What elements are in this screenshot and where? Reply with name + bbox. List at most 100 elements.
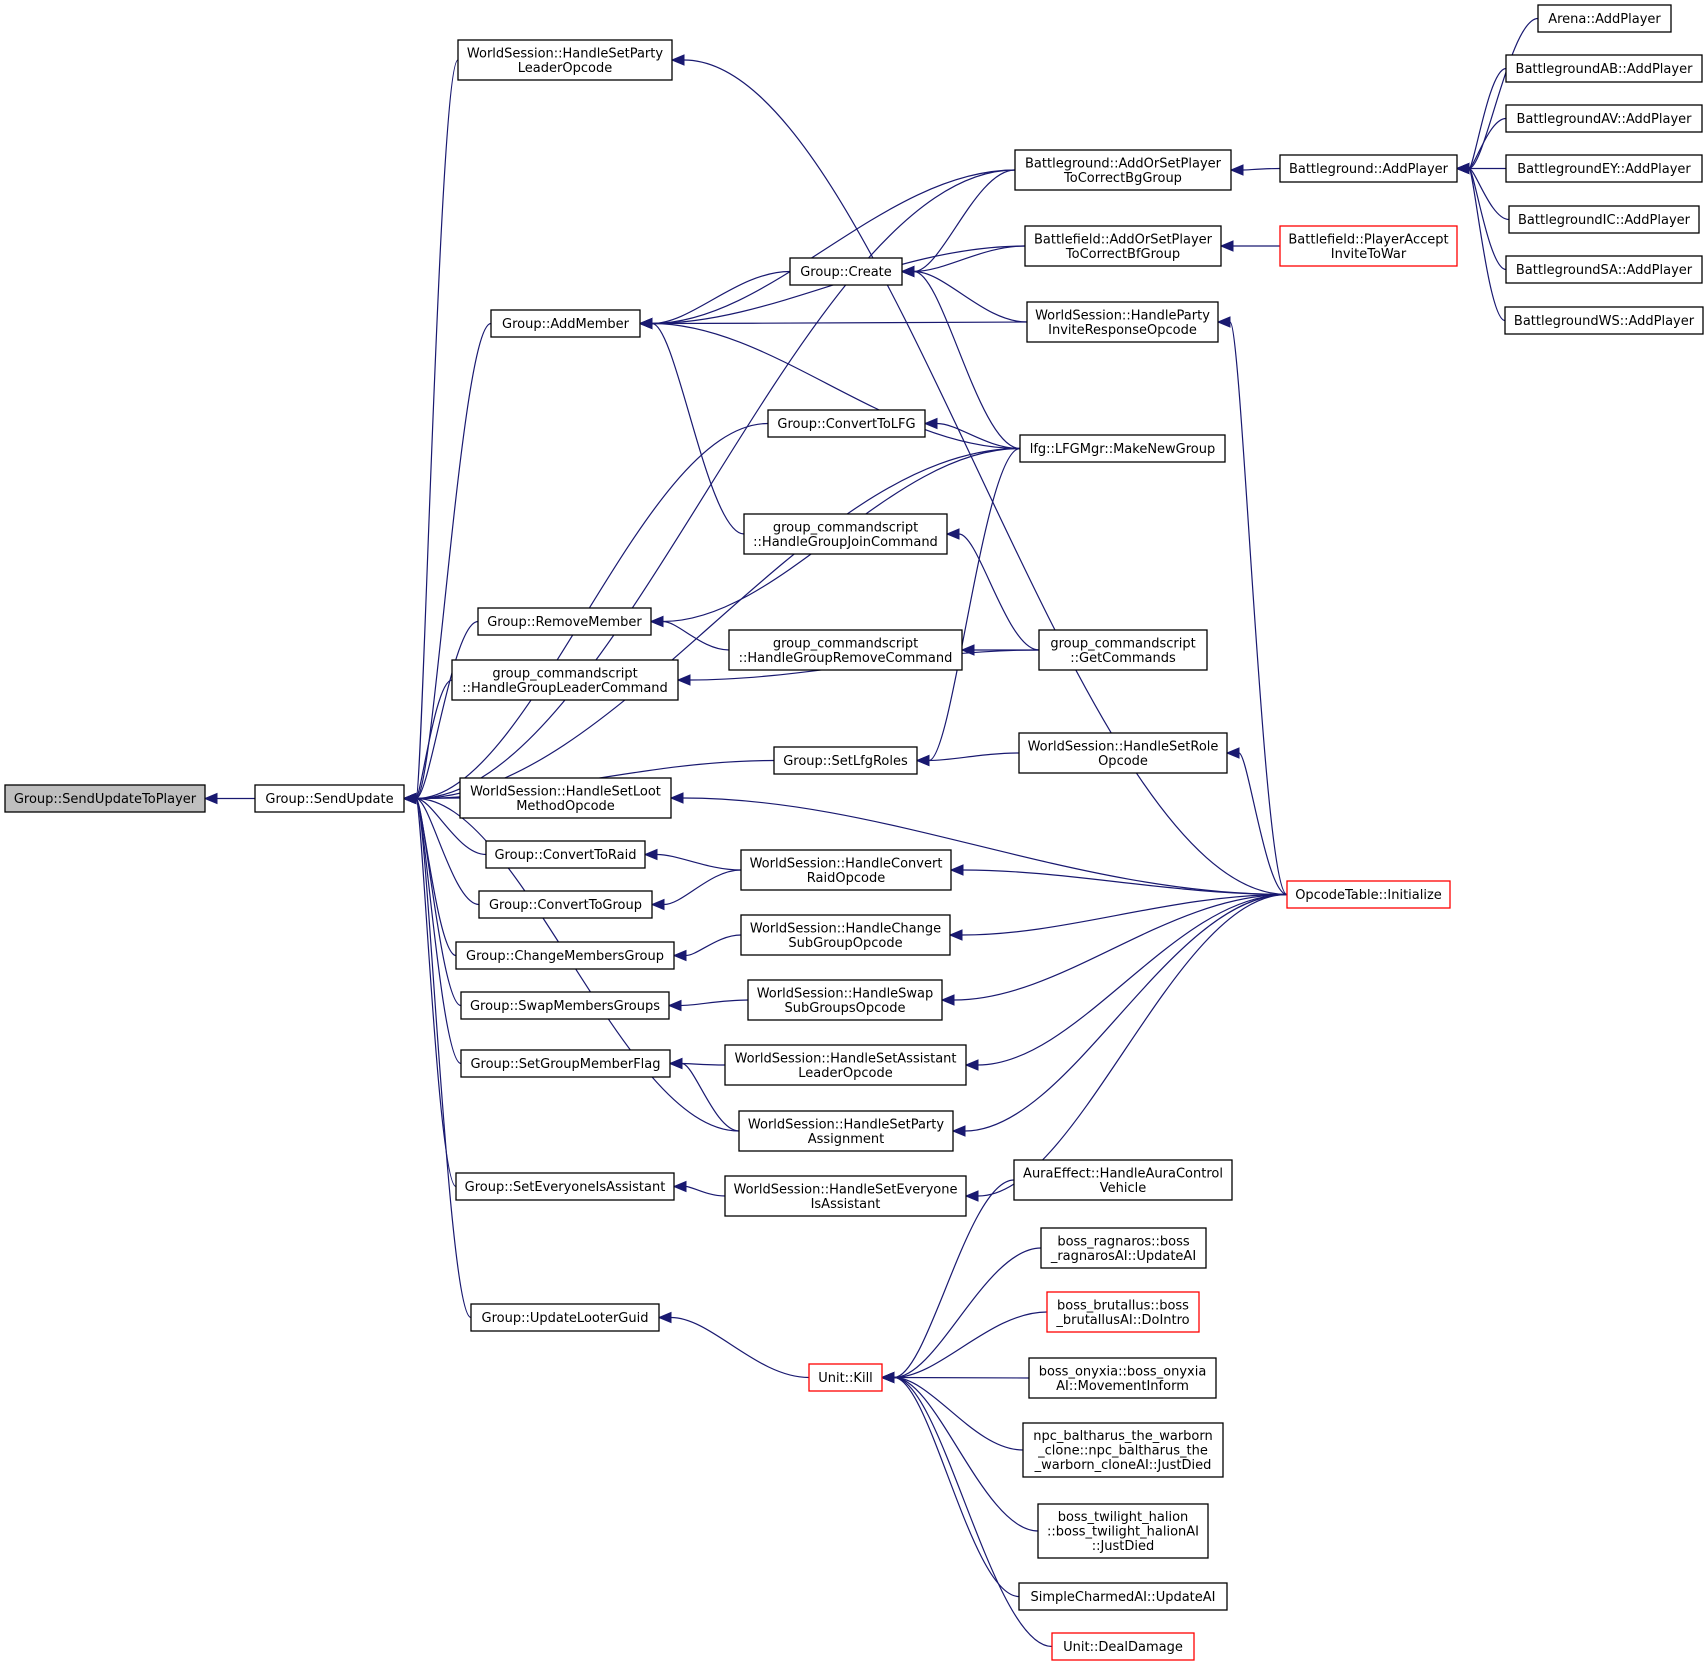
edge-n16-to-n3	[651, 270, 791, 325]
node-box	[1505, 104, 1703, 133]
arrowhead-icon	[1219, 240, 1234, 252]
graph-node-n4[interactable]: Group::ConvertToLFG	[767, 409, 926, 438]
node-label: ::HandleGroupLeaderCommand	[462, 681, 668, 696]
node-label: Group::SetEveryoneIsAssistant	[465, 1180, 666, 1195]
node-box	[1037, 1503, 1209, 1559]
node-label: Arena::AddPlayer	[1548, 12, 1661, 27]
graph-node-n35[interactable]: boss_brutallus::boss_brutallusAI::DoIntr…	[1046, 1291, 1200, 1333]
node-label: Battlefield::PlayerAccept	[1288, 232, 1448, 247]
edge-n30-to-n17	[958, 533, 1040, 651]
graph-node-n37[interactable]: npc_baltharus_the_warborn_clone::npc_bal…	[1022, 1422, 1224, 1478]
graph-node-n11[interactable]: Group::ChangeMembersGroup	[455, 941, 675, 970]
graph-node-n27[interactable]: Battlefield::AddOrSetPlayerToCorrectBfGr…	[1024, 225, 1222, 267]
graph-node-n41[interactable]: Battleground::AddPlayer	[1279, 154, 1458, 183]
node-label: SimpleCharmedAI::UpdateAI	[1031, 1590, 1216, 1605]
graph-node-n13[interactable]: Group::SetGroupMemberFlag	[460, 1049, 671, 1078]
graph-node-n44[interactable]: BattlegroundAB::AddPlayer	[1505, 54, 1703, 83]
arrowhead-icon	[960, 644, 975, 656]
arrowhead-icon	[1216, 316, 1231, 328]
node-label: IsAssistant	[811, 1197, 881, 1212]
graph-node-n46[interactable]: BattlegroundEY::AddPlayer	[1505, 154, 1703, 183]
edge-n20-to-n11	[685, 934, 742, 957]
graph-node-n25[interactable]: Unit::Kill	[808, 1363, 883, 1392]
node-label: ::JustDied	[1092, 1539, 1155, 1554]
graph-node-n34[interactable]: boss_ragnaros::boss_ragnarosAI::UpdateAI	[1040, 1227, 1207, 1269]
graph-node-n48[interactable]: BattlegroundSA::AddPlayer	[1505, 255, 1703, 284]
graph-node-n30[interactable]: group_commandscript::GetCommands	[1038, 629, 1208, 671]
graph-node-n29[interactable]: lfg::LFGMgr::MakeNewGroup	[1019, 434, 1226, 463]
graph-node-n7[interactable]: Group::SetLfgRoles	[773, 746, 918, 775]
graph-node-n28[interactable]: WorldSession::HandlePartyInviteResponseO…	[1026, 301, 1219, 343]
edge-n29-to-n16	[913, 270, 1021, 450]
node-box	[1024, 225, 1222, 267]
arrowhead-icon	[900, 265, 915, 278]
edge-n49-to-n41	[1468, 167, 1506, 322]
arrowhead-icon	[964, 1190, 979, 1202]
edge-n41-to-n26	[1242, 167, 1281, 171]
graph-node-n32[interactable]: OpcodeTable::Initialize	[1286, 880, 1451, 909]
graph-node-n40[interactable]: Unit::DealDamage	[1051, 1632, 1195, 1661]
node-box	[460, 1049, 671, 1078]
node-label: ::HandleGroupJoinCommand	[753, 535, 938, 550]
node-box	[747, 979, 943, 1021]
edge-n24-to-n14	[685, 1185, 726, 1197]
graph-node-n38[interactable]: boss_twilight_halion::boss_twilight_hali…	[1037, 1503, 1209, 1559]
graph-node-n14[interactable]: Group::SetEveryoneIsAssistant	[455, 1172, 675, 1201]
node-box	[1013, 1159, 1233, 1201]
arrowhead-icon	[940, 994, 955, 1006]
edge-n40-to-n25	[893, 1376, 1053, 1648]
node-box	[773, 746, 918, 775]
edge-n9-to-n1	[415, 797, 487, 856]
graph-node-n9[interactable]: Group::ConvertToRaid	[485, 840, 646, 869]
graph-node-n45[interactable]: BattlegroundAV::AddPlayer	[1505, 104, 1703, 133]
graph-node-n22[interactable]: WorldSession::HandleSetAssistantLeaderOp…	[724, 1044, 967, 1086]
graph-node-n16[interactable]: Group::Create	[789, 257, 903, 286]
node-box	[1038, 629, 1208, 671]
graph-node-n0[interactable]: Group::SendUpdateToPlayer	[4, 784, 206, 813]
node-label: ToCorrectBgGroup	[1063, 171, 1182, 186]
graph-node-n36[interactable]: boss_onyxia::boss_onyxiaAI::MovementInfo…	[1028, 1357, 1217, 1399]
node-box	[1279, 225, 1458, 267]
graph-node-n12[interactable]: Group::SwapMembersGroups	[460, 991, 670, 1020]
graph-node-n10[interactable]: Group::ConvertToGroup	[478, 890, 653, 919]
graph-node-n47[interactable]: BattlegroundIC::AddPlayer	[1508, 205, 1700, 234]
node-label: Battlefield::AddOrSetPlayer	[1034, 232, 1213, 247]
edge-n26-to-n16	[913, 169, 1016, 273]
graph-node-n15[interactable]: Group::UpdateLooterGuid	[470, 1303, 660, 1332]
graph-node-n3[interactable]: Group::AddMember	[490, 309, 641, 338]
node-label: Group::ConvertToGroup	[489, 898, 642, 913]
graph-node-n43[interactable]: Arena::AddPlayer	[1537, 4, 1672, 33]
graph-node-n49[interactable]: BattlegroundWS::AddPlayer	[1504, 306, 1704, 335]
edge-n32-to-n22	[977, 893, 1288, 1066]
node-label: _warborn_cloneAI::JustDied	[1034, 1458, 1212, 1473]
node-label: Group::SendUpdateToPlayer	[14, 792, 197, 807]
node-label: Group::SwapMembersGroups	[470, 999, 660, 1014]
graph-node-n18[interactable]: group_commandscript::HandleGroupRemoveCo…	[728, 629, 963, 671]
edge-n23-to-n13	[681, 1062, 740, 1132]
node-label: Battleground::AddOrSetPlayer	[1025, 156, 1222, 171]
node-box	[477, 607, 652, 636]
arrowhead-icon	[669, 792, 684, 804]
node-label: _ragnarosAI::UpdateAI	[1050, 1249, 1196, 1264]
node-label: SubGroupsOpcode	[785, 1001, 906, 1016]
node-label: group_commandscript	[773, 636, 918, 651]
edge-n26-to-n1	[415, 169, 1016, 800]
graph-node-n17[interactable]: group_commandscript::HandleGroupJoinComm…	[743, 513, 948, 555]
graph-node-n1[interactable]: Group::SendUpdate	[254, 784, 405, 813]
graph-node-n5[interactable]: Group::RemoveMember	[477, 607, 652, 636]
graph-node-n26[interactable]: Battleground::AddOrSetPlayerToCorrectBgG…	[1014, 149, 1232, 191]
node-box	[740, 914, 951, 956]
graph-node-n39[interactable]: SimpleCharmedAI::UpdateAI	[1018, 1582, 1228, 1611]
graph-node-n24[interactable]: WorldSession::HandleSetEveryoneIsAssista…	[724, 1175, 967, 1217]
graph-node-n6[interactable]: group_commandscript::HandleGroupLeaderCo…	[451, 659, 679, 701]
